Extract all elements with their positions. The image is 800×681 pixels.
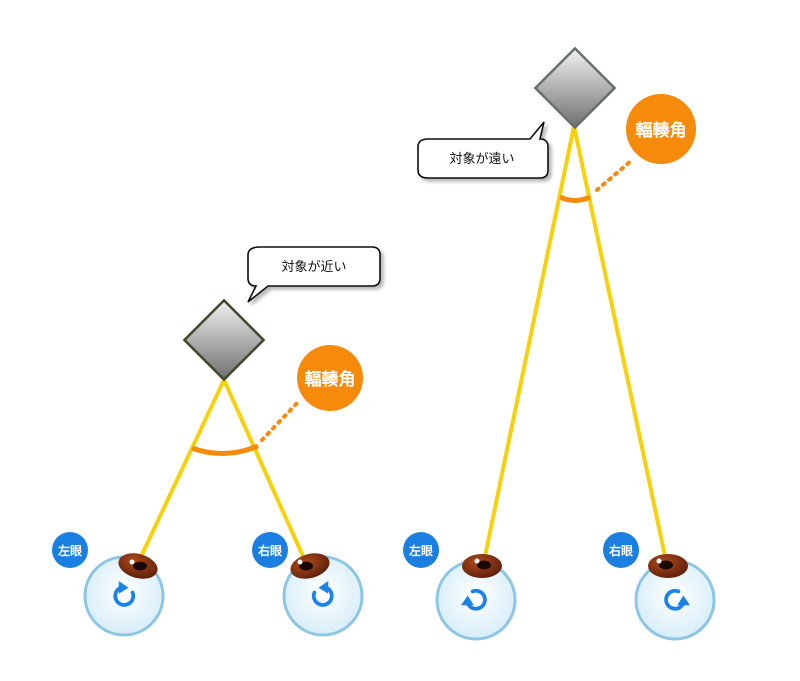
angle-label-near: 輻輳角 [305,369,356,390]
sight-line-left [482,125,576,562]
bubble-text-near: 対象が近い [281,260,346,275]
sight-line-left [136,379,226,564]
sight-line-right [222,379,308,564]
bubble-text-far: 対象が遠い [449,152,514,167]
eye-label-right-near: 右眼 [257,543,282,558]
eye-badge-left-far [403,532,439,568]
eye-label-left-far: 左眼 [408,543,433,558]
far-group: 対象が遠い 輻輳角 左眼 右眼 [403,46,716,641]
eyeball-icon [634,554,716,641]
arc-connector [260,398,302,442]
eye-badge-left-near [52,532,88,568]
eye-label-right-far: 右眼 [608,543,633,558]
eyeball-icon [435,554,517,641]
speech-bubble-far [417,121,549,179]
convergence-arc [191,443,259,457]
angle-label-far: 輻輳角 [636,120,687,141]
angle-badge-far [626,94,696,164]
eyeball-icon [83,553,165,637]
convergence-arc [558,194,592,203]
near-group: 対象が近い 輻輳角 左眼 右眼 [52,246,381,637]
diamond-object-icon [533,46,617,130]
eye-badge-right-far [603,532,639,568]
eye-badge-right-near [252,532,288,568]
eye-label-left-near: 左眼 [57,543,82,558]
diamond-object-icon [182,298,266,382]
eyeball-icon [282,553,364,637]
sight-line-right [572,125,668,562]
arc-connector [595,158,634,192]
angle-badge-near [297,345,363,411]
speech-bubble-near [247,246,381,303]
